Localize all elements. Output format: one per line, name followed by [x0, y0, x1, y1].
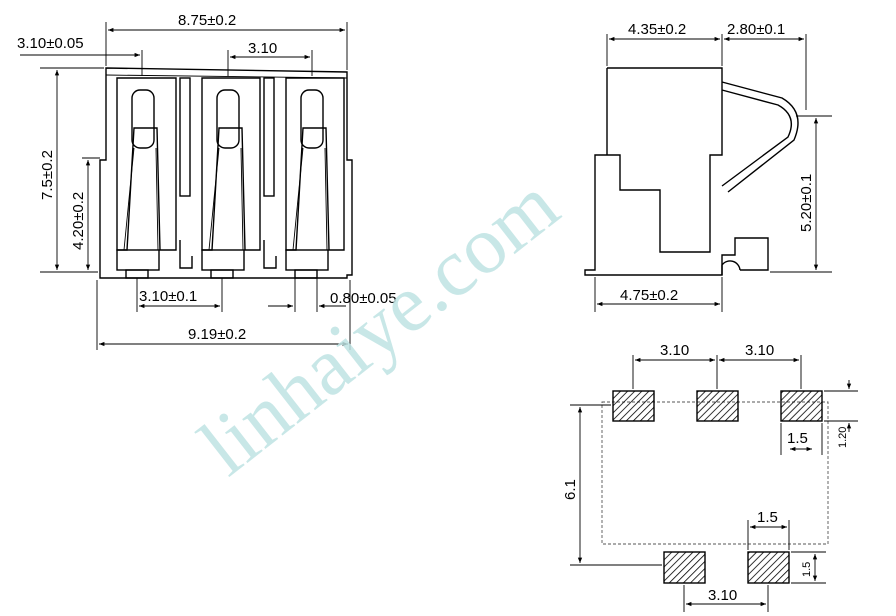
pad-bottom-1 — [663, 551, 706, 584]
front-view: 8.75±0.2 3.10±0.05 3.10 7.5±0.2 4.20±0.2… — [17, 12, 397, 350]
dim-lead-width: 0.80±0.05 — [330, 290, 397, 307]
dim-edge-pitch: 3.10±0.05 — [17, 35, 84, 52]
dim-base-depth: 4.75±0.2 — [620, 287, 678, 304]
dim-pad-height-top: 1.20 — [837, 427, 849, 448]
dim-row-spacing: 6.1 — [562, 479, 579, 500]
dim-body-depth: 4.35±0.2 — [628, 21, 686, 38]
pad-top-1 — [612, 390, 655, 422]
dim-pitch-bottom: 3.10±0.1 — [139, 288, 197, 305]
dim-pad-width-bottom: 1.5 — [757, 509, 778, 526]
dim-pad-height-bottom: 1.5 — [801, 562, 813, 577]
dim-pad-width-top: 1.5 — [787, 430, 808, 447]
pcb-footprint: 3.10 3.10 1.20 1.5 6.1 1.5 1.5 3.10 — [562, 342, 858, 612]
dim-spring-height: 5.20±0.1 — [798, 174, 815, 232]
dim-bottom-pitch: 3.10 — [708, 587, 737, 604]
pad-top-2 — [696, 390, 739, 422]
pad-top-3 — [780, 390, 823, 422]
dim-inner-height: 4.20±0.2 — [70, 192, 87, 250]
dim-pitch-top: 3.10 — [248, 40, 277, 57]
dim-top-pitch-1: 3.10 — [660, 342, 689, 359]
dim-spring-reach: 2.80±0.1 — [727, 21, 785, 38]
dim-top-pitch-2: 3.10 — [745, 342, 774, 359]
side-view: 4.35±0.2 2.80±0.1 5.20±0.1 4.75±0.2 — [584, 21, 832, 312]
dim-top-width: 8.75±0.2 — [178, 12, 236, 29]
pad-bottom-2 — [747, 551, 790, 584]
dim-height: 7.5±0.2 — [39, 150, 56, 200]
dim-base-width: 9.19±0.2 — [188, 326, 246, 343]
